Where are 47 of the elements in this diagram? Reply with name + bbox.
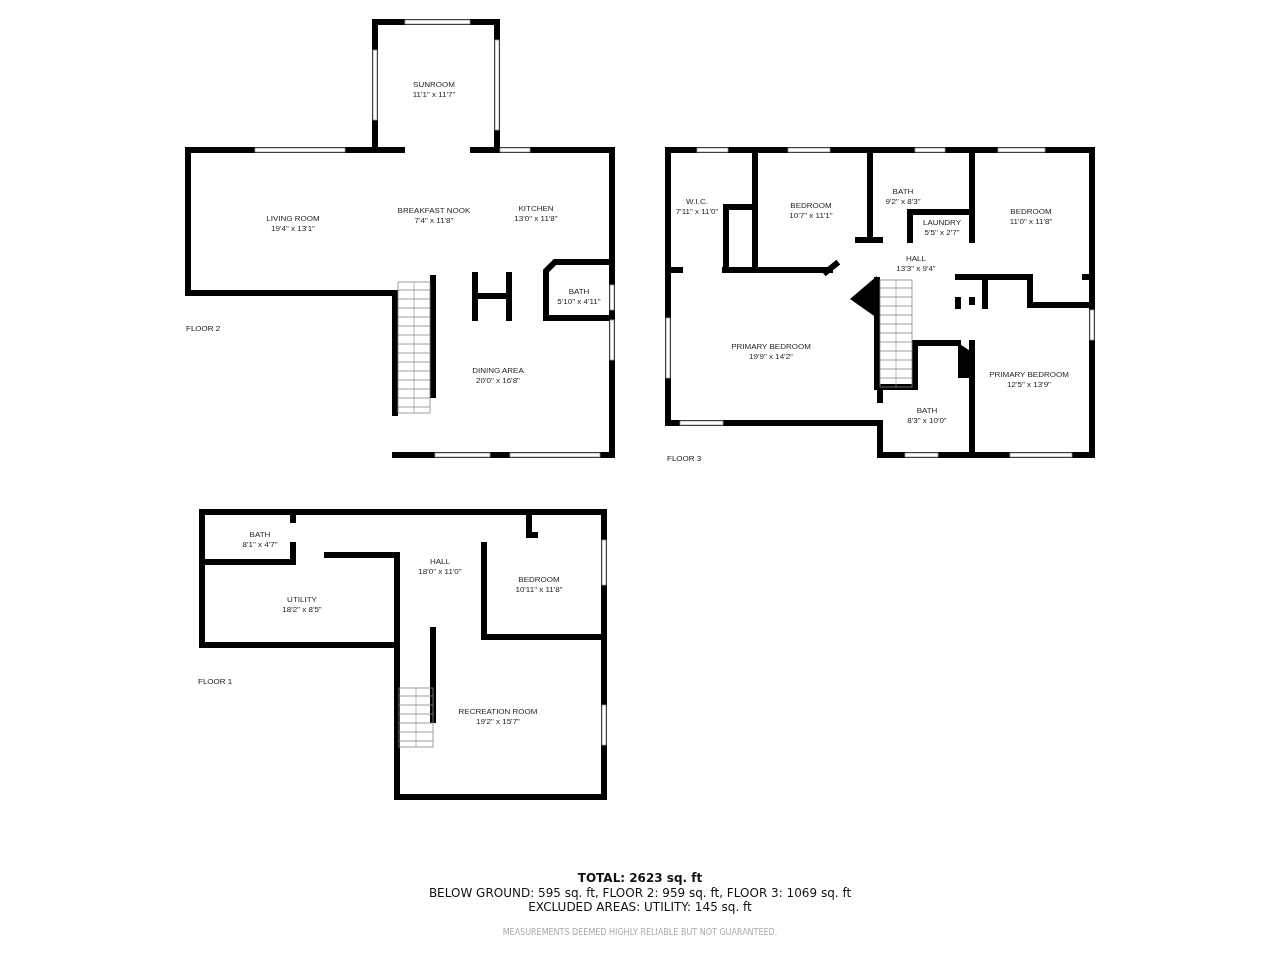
room-name: BATH [249,530,271,540]
room-dimensions: 19'9" x 14'2" [749,352,793,362]
area-summary-text: EXCLUDED AREAS: UTILITY: 145 sq. ft [528,900,752,914]
room-dimensions: 8'3" x 10'0" [907,416,947,426]
area-summary-text: BELOW GROUND: 595 sq. ft, FLOOR 2: 959 sq. ft, FLOOR 3: 1069 sq. ft [428,886,852,900]
room-dimensions: 19'4" x 13'1" [271,224,315,234]
room-dimensions: 8'1" x 4'7" [242,540,278,550]
room-dimensions: 10'11" x 11'8" [515,585,563,595]
room-dimensions: 13'3" x 9'4" [896,264,936,274]
room-name: W.I.C. [686,197,708,207]
disclaimer-text: MEASUREMENTS DEEMED HIGHLY RELIABLE BUT NOT GUARANTEED. [502,928,778,937]
room-name: HALL [430,557,450,567]
floor-label: FLOOR 3 [667,454,702,463]
room-dimensions: 5'5" x 2'7" [924,228,960,238]
room-dimensions: 11'0" x 11'8" [1009,217,1053,227]
room-dimensions: 9'2" x 8'3" [885,197,921,207]
room-name: DINING AREA [472,366,524,376]
room-name: SUNROOM [413,80,455,90]
room-dimensions: 18'2" x 8'5" [282,605,322,615]
room-name: LIVING ROOM [266,214,320,224]
floor-label: FLOOR 1 [198,677,233,686]
room-dimensions: 20'0" x 16'8" [476,376,520,386]
room-name: PRIMARY BEDROOM [989,370,1069,380]
room-dimensions: 7'11" x 11'0" [675,207,719,217]
room-dimensions: 12'5" x 13'9" [1007,380,1051,390]
floor-label: FLOOR 2 [186,324,221,333]
room-name: PRIMARY BEDROOM [731,342,811,352]
room-name: BATH [892,187,914,197]
total-area-text: TOTAL: 2623 sq. ft [577,871,703,885]
room-name: BEDROOM [790,201,832,211]
room-name: BREAKFAST NOOK [397,206,471,216]
room-name: BEDROOM [1010,207,1052,217]
room-dimensions: 18'0" x 11'0" [418,567,462,577]
room-dimensions: 10'7" x 11'1" [789,211,833,221]
room-name: RECREATION ROOM [458,707,538,717]
room-name: UTILITY [287,595,317,605]
room-dimensions: 5'10" x 4'11" [557,297,601,307]
room-name: BATH [568,287,590,297]
room-name: HALL [906,254,926,264]
room-dimensions: 13'0" x 11'8" [514,214,558,224]
room-name: LAUNDRY [922,218,962,228]
room-name: BATH [916,406,938,416]
room-name: KITCHEN [518,204,554,214]
room-name: BEDROOM [518,575,560,585]
room-dimensions: 11'1" x 11'7" [412,90,456,100]
room-dimensions: 19'2" x 15'7" [476,717,520,727]
room-dimensions: 7'4" x 11'8" [414,216,454,226]
